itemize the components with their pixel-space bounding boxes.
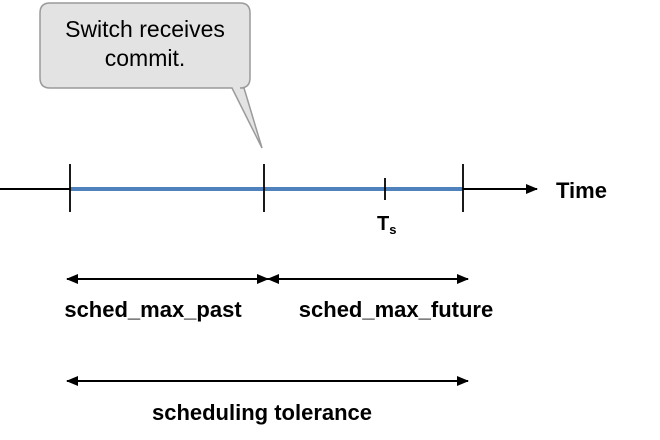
callout-bubble bbox=[39, 2, 263, 149]
callout-line-1: Switch receives bbox=[65, 16, 225, 42]
past-range-label: sched_max_past bbox=[64, 297, 242, 322]
ts-label-subscript: s bbox=[389, 222, 396, 237]
ts-label: Ts bbox=[377, 213, 396, 237]
future-range-label: sched_max_future bbox=[299, 297, 493, 322]
tolerance-range-label: scheduling tolerance bbox=[152, 400, 372, 425]
ts-label-main: T bbox=[377, 213, 389, 235]
callout-line-2: commit. bbox=[105, 45, 186, 71]
time-axis-label: Time bbox=[556, 178, 607, 203]
